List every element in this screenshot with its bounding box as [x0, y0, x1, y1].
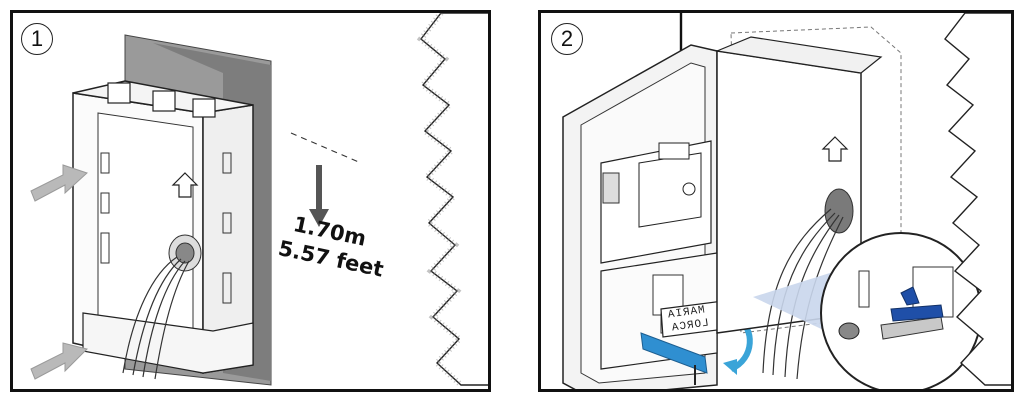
height-reference-line [290, 132, 362, 164]
step-2-panel: 2 MARIA LORCA [538, 10, 1014, 392]
knockout-slot [222, 212, 232, 234]
top-clip [152, 90, 176, 112]
knockout-slot [222, 152, 232, 174]
step-1-panel: 1 1.70m 5.57 feet [10, 10, 491, 392]
wall-break-icon [944, 13, 1011, 386]
cable-entry [824, 188, 854, 234]
up-arrow-icon [171, 172, 199, 198]
blue-bracket [640, 332, 708, 374]
cable-wires [762, 208, 844, 380]
callout-bracket [890, 304, 944, 322]
knockout-slot [100, 232, 110, 264]
step-1-illustration [30, 13, 488, 388]
up-arrow-icon [821, 136, 849, 162]
cable-wires [122, 256, 190, 380]
push-arrow-icon [30, 342, 88, 380]
flush-box-cavity [97, 112, 194, 344]
top-clip [192, 98, 216, 118]
push-arrow-icon [30, 164, 88, 202]
top-clip [107, 82, 131, 104]
step-2-illustration [562, 13, 1011, 389]
wall-break-icon [420, 13, 488, 386]
step-number-1: 1 [21, 23, 53, 55]
knockout-slot [100, 152, 110, 174]
down-arrow-icon [309, 209, 329, 227]
knockout-slot [222, 272, 232, 304]
knockout-slot [100, 192, 110, 214]
step-number-2: 2 [551, 23, 583, 55]
